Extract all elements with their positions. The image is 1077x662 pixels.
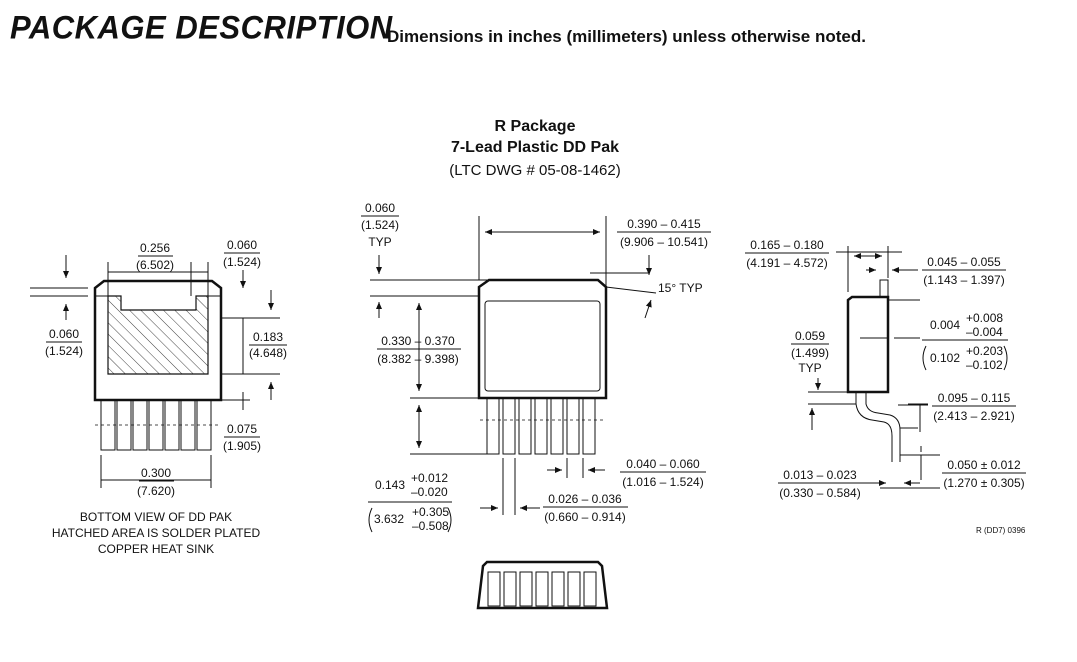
dim-top-lip: 0.060 bbox=[365, 201, 395, 215]
bottom-view: 0.256 (6.502) 0.060 (1.524) 0.060 (1.524… bbox=[30, 238, 287, 556]
dim-standoff-mm-tol-minus: –0.102 bbox=[966, 358, 1003, 372]
dim-standoff-mm-tol-plus: +0.203 bbox=[966, 344, 1003, 358]
end-view bbox=[476, 560, 609, 610]
dim-lead-length-mm-tol-plus: +0.305 bbox=[412, 505, 449, 519]
package-name: R Package bbox=[495, 118, 576, 135]
dim-bottom-tab-mm: (1.524) bbox=[223, 255, 261, 269]
dim-top-height: 0.330 – 0.370 bbox=[381, 334, 455, 348]
bottom-caption-2: HATCHED AREA IS SOLDER PLATED bbox=[52, 526, 261, 540]
dim-side-050-mm: (1.270 ± 0.305) bbox=[943, 476, 1024, 490]
package-drawing-number: (LTC DWG # 05-08-1462) bbox=[449, 162, 620, 179]
dim-bottom-width-mm: (6.502) bbox=[136, 258, 174, 272]
drawing-code: R (DD7) 0396 bbox=[976, 526, 1026, 535]
dim-side-059-mm: (1.499) bbox=[791, 346, 829, 360]
bottom-leads bbox=[95, 399, 221, 451]
dim-top-width: 0.390 – 0.415 bbox=[627, 217, 701, 231]
package-type: 7-Lead Plastic DD Pak bbox=[451, 139, 619, 156]
side-view: 0.165 – 0.180 (4.191 – 4.572) 0.045 – 0.… bbox=[745, 238, 1026, 500]
dim-side-013: 0.013 – 0.023 bbox=[783, 468, 857, 482]
dim-bottom-tab: 0.060 bbox=[227, 238, 257, 252]
dim-side-tab: 0.045 – 0.055 bbox=[927, 255, 1001, 269]
dim-top-lip-mm: (1.524) bbox=[361, 218, 399, 232]
dim-top-lip-typ: TYP bbox=[368, 235, 391, 249]
angle-label: 15° TYP bbox=[658, 281, 703, 295]
bottom-caption-1: BOTTOM VIEW OF DD PAK bbox=[80, 510, 232, 524]
dim-side-059: 0.059 bbox=[795, 329, 825, 343]
dim-lead-length-tol-minus: –0.020 bbox=[411, 485, 448, 499]
dim-pitch: 0.040 – 0.060 bbox=[626, 457, 700, 471]
dim-side-095: 0.095 – 0.115 bbox=[938, 391, 1011, 405]
dim-side-body: 0.165 – 0.180 bbox=[750, 238, 824, 252]
dim-side-tab-mm: (1.143 – 1.397) bbox=[923, 273, 1004, 287]
dim-side-059-typ: TYP bbox=[798, 361, 821, 375]
dim-standoff: 0.004 bbox=[930, 318, 960, 332]
dim-bottom-height: 0.183 bbox=[253, 330, 283, 344]
dim-side-050: 0.050 ± 0.012 bbox=[947, 458, 1021, 472]
dim-bottom-span: 0.300 bbox=[141, 466, 171, 480]
page-subtitle: Dimensions in inches (millimeters) unles… bbox=[387, 27, 866, 46]
dim-standoff-tol-plus: +0.008 bbox=[966, 311, 1003, 325]
dim-lead-length: 0.143 bbox=[375, 478, 405, 492]
dim-bottom-span-mm: (7.620) bbox=[137, 484, 175, 498]
dim-standoff-mm: 0.102 bbox=[930, 351, 960, 365]
dim-lead-length-mm-tol-minus: –0.508 bbox=[412, 519, 449, 533]
bottom-caption-3: COPPER HEAT SINK bbox=[98, 542, 214, 556]
dim-standoff-tol-minus: –0.004 bbox=[966, 325, 1003, 339]
dim-top-width-mm: (9.906 – 10.541) bbox=[620, 235, 708, 249]
dim-lead-length-mm: 3.632 bbox=[374, 512, 404, 526]
dim-lead-width: 0.026 – 0.036 bbox=[548, 492, 622, 506]
dim-bottom-lead: 0.075 bbox=[227, 422, 257, 436]
dim-bottom-height-mm: (4.648) bbox=[249, 346, 287, 360]
top-leads bbox=[480, 397, 606, 455]
dim-bottom-lead-mm: (1.905) bbox=[223, 439, 261, 453]
dim-top-height-mm: (8.382 – 9.398) bbox=[377, 352, 458, 366]
dim-bottom-width: 0.256 bbox=[140, 241, 170, 255]
dim-bottom-side-mm: (1.524) bbox=[45, 344, 83, 358]
dim-lead-width-mm: (0.660 – 0.914) bbox=[544, 510, 625, 524]
dim-pitch-mm: (1.016 – 1.524) bbox=[622, 475, 703, 489]
dim-side-013-mm: (0.330 – 0.584) bbox=[779, 486, 860, 500]
dim-side-body-mm: (4.191 – 4.572) bbox=[746, 256, 827, 270]
dim-side-095-mm: (2.413 – 2.921) bbox=[933, 409, 1014, 423]
top-view: 0.060 (1.524) TYP 0.390 – 0.415 (9.906 –… bbox=[361, 201, 711, 533]
dim-lead-length-tol-plus: +0.012 bbox=[411, 471, 448, 485]
page-title: PACKAGE DESCRIPTION bbox=[10, 9, 393, 46]
dim-bottom-side: 0.060 bbox=[49, 327, 79, 341]
